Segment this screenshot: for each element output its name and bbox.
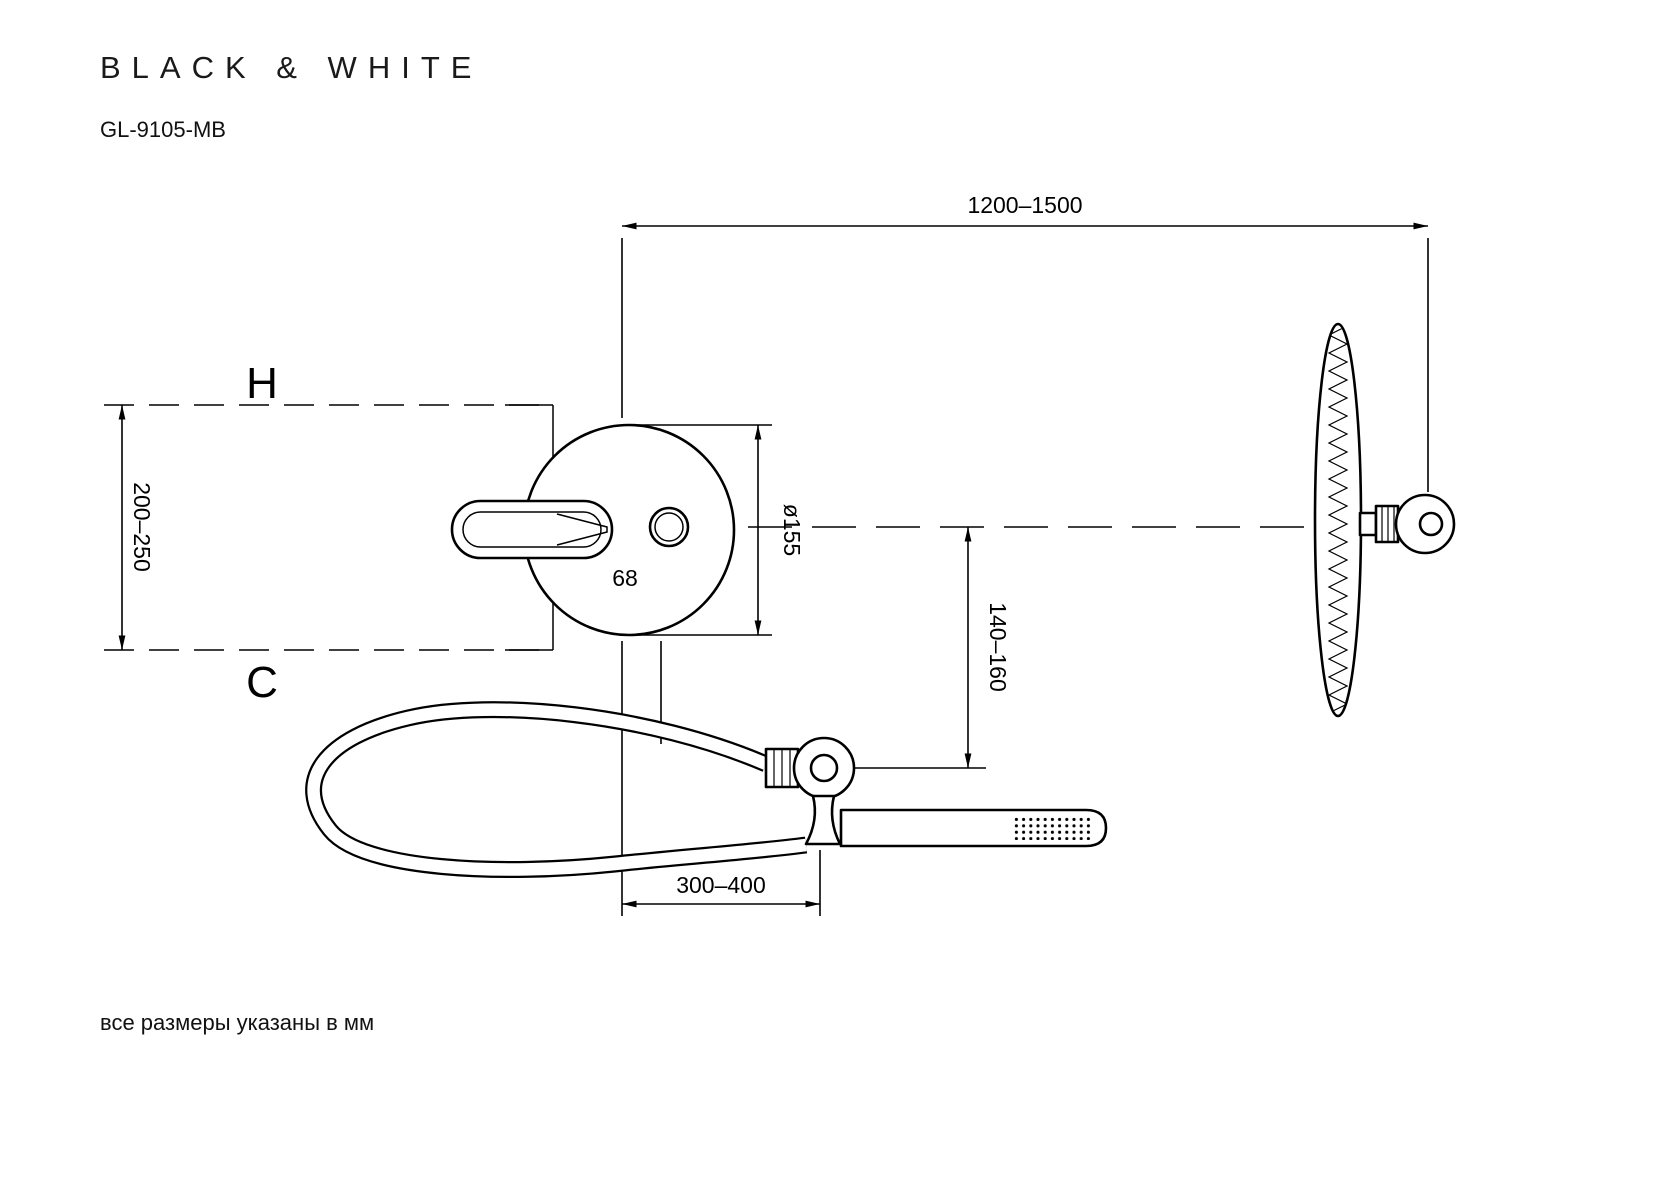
- dim-outlet-drop: 140–160: [985, 602, 1011, 692]
- shower-face-texture: [1327, 326, 1349, 714]
- dim-top-span: 1200–1500: [967, 192, 1082, 218]
- handshower-spray-face: [1014, 817, 1092, 840]
- dim-handle-to-diverter: 68: [612, 565, 638, 591]
- handshower-cone: [804, 794, 842, 846]
- mixer-lever-handle: [450, 499, 614, 560]
- shower-hose-inner: [307, 703, 807, 876]
- shower-arm: [1358, 511, 1378, 537]
- handle-hub-lines: [556, 513, 608, 546]
- shower-hose: [305, 701, 808, 878]
- dimension-lines: [104, 222, 1429, 916]
- diverter-button-inner: [654, 512, 684, 542]
- wall-flange-inner: [1418, 511, 1444, 537]
- dim-plate-diameter: ø155: [779, 504, 805, 556]
- rain-shower-head: [1313, 322, 1456, 718]
- shower-arm-nut: [1374, 504, 1400, 544]
- handle-inner-contour: [462, 511, 602, 548]
- cold-label: C: [246, 658, 278, 707]
- dimension-labels: 1200–1500 200–250 ø155 68 140–160 300–40…: [129, 192, 1083, 898]
- mixer-valve: [450, 423, 736, 637]
- units-note: все размеры указаны в мм: [100, 1010, 375, 1035]
- handshower-holder-hole: [809, 753, 839, 783]
- hot-label: H: [246, 359, 278, 408]
- hand-shower: [305, 701, 1108, 878]
- model-number: GL-9105-MB: [100, 117, 226, 142]
- dim-inlet-height: 200–250: [129, 482, 155, 572]
- brand-logo: BLACK & WHITE: [100, 50, 483, 85]
- dim-handshower-offset: 300–400: [676, 872, 766, 898]
